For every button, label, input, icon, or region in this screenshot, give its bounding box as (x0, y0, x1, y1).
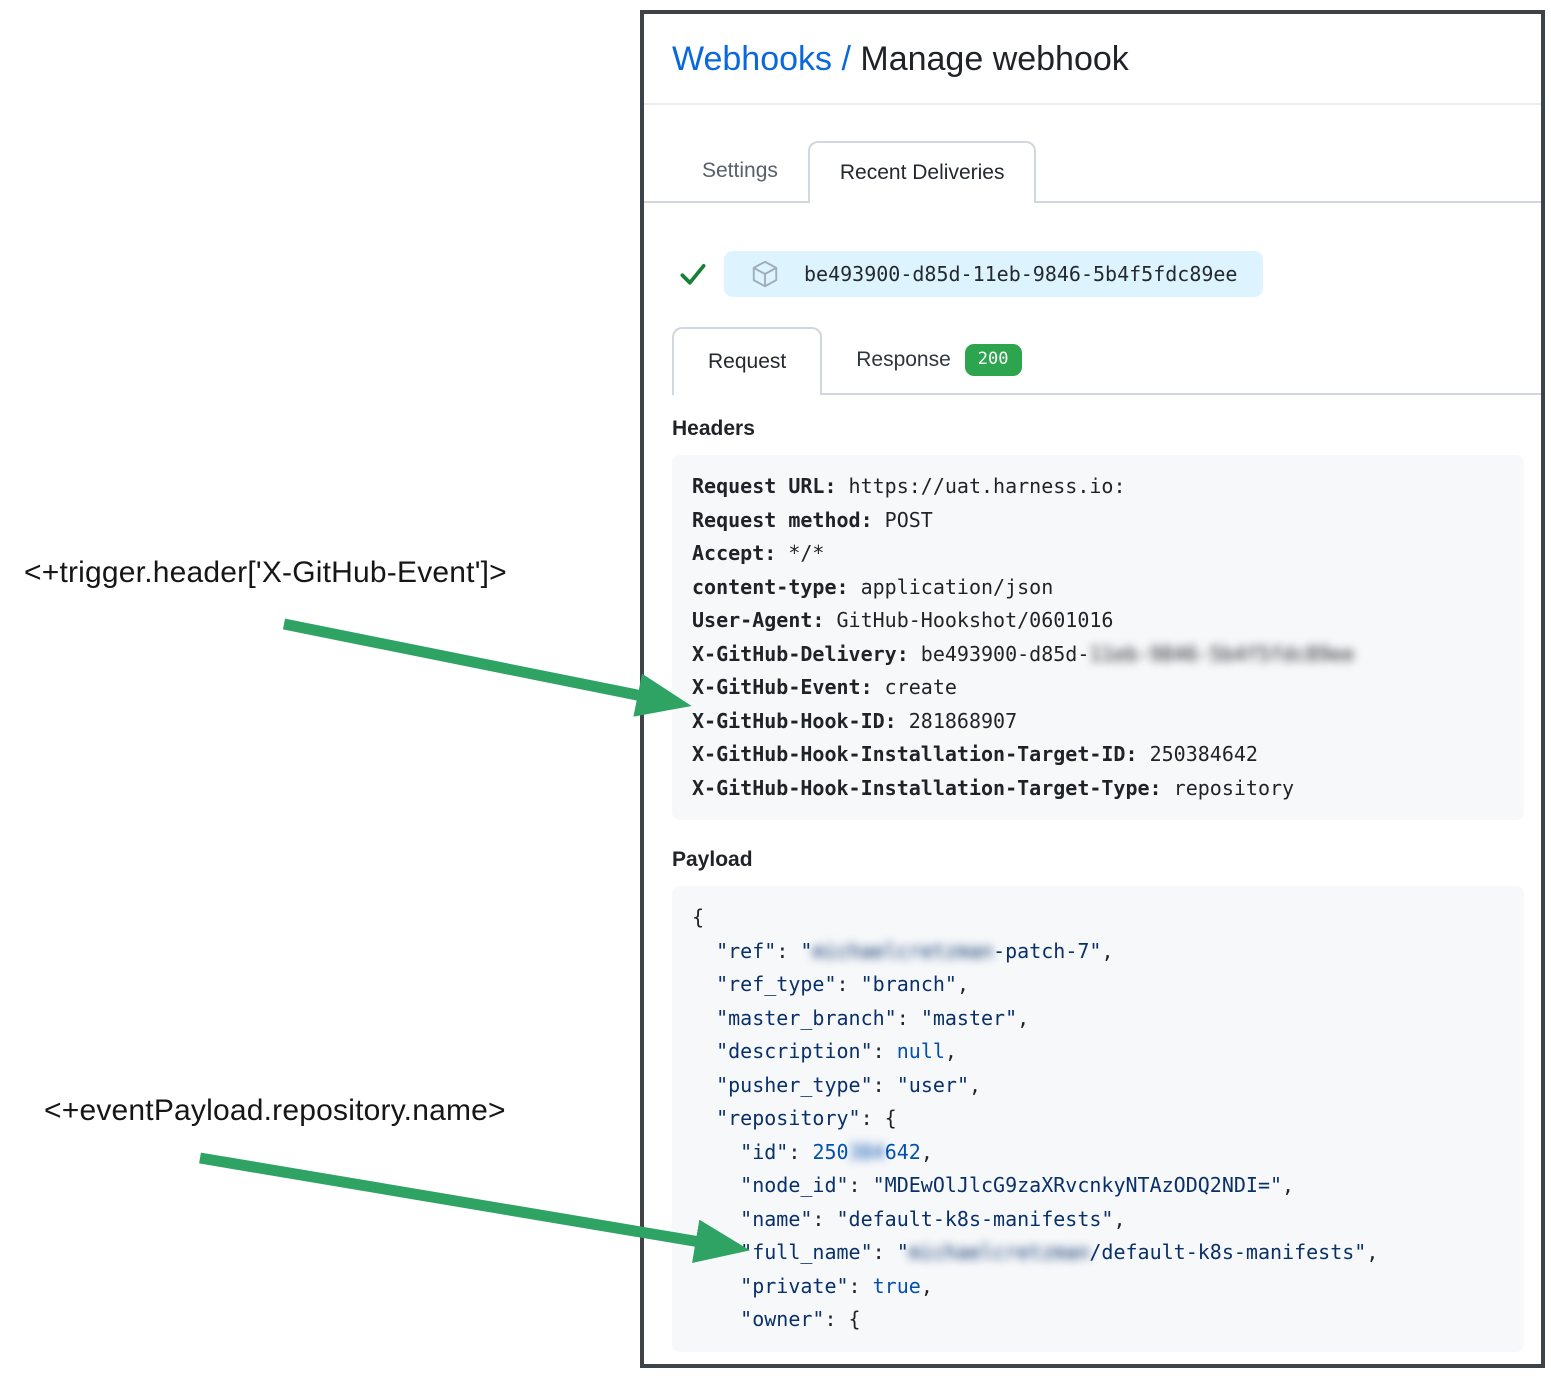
code-line: "ref_type": "branch", (716, 972, 969, 996)
code-line: X-GitHub-Hook-Installation-Target-Type: … (692, 775, 1295, 800)
code-line: "node_id": "MDEwOlJlcG9zaXRvcnkyNTAzODQ2… (740, 1173, 1295, 1197)
code-line: X-GitHub-Hook-Installation-Target-ID: 25… (692, 742, 1258, 766)
response-label: Response (856, 348, 951, 371)
breadcrumb-separator: / (832, 40, 861, 78)
code-line: content-type: application/json (692, 574, 1054, 599)
code-line: "private": true, (740, 1273, 933, 1298)
manage-webhook-panel: Webhooks / Manage webhook Settings Recen… (640, 10, 1545, 1368)
webhooks-breadcrumb-link[interactable]: Webhooks (672, 40, 833, 78)
request-response-tabnav: Request Response 200 (672, 327, 1541, 395)
code-line: X-GitHub-Event: create (692, 675, 957, 699)
code-line: "full_name": "michaelcretzman/default-k8… (740, 1240, 1379, 1264)
code-line: "repository": { (716, 1106, 897, 1130)
status-badge: 200 (964, 344, 1022, 376)
check-icon (678, 259, 708, 289)
payload-section-title: Payload (672, 848, 753, 871)
arrow-to-repository-name (199, 1152, 750, 1263)
arrow-to-x-github-event (282, 618, 692, 717)
breadcrumb: Webhooks / Manage webhook (672, 40, 1524, 79)
delivery-row: be493900-d85d-11eb-9846-5b4f5fdc89ee (678, 251, 1524, 297)
code-line: "pusher_type": "user", (716, 1072, 982, 1097)
title-divider (644, 103, 1541, 105)
code-line: User-Agent: GitHub-Hookshot/0601016 (692, 608, 1114, 632)
tab-request[interactable]: Request (672, 327, 823, 395)
tab-response[interactable]: Response 200 (822, 327, 1055, 393)
code-line: X-GitHub-Delivery: be493900-d85d-11eb-98… (692, 641, 1355, 666)
code-line: "name": "default-k8s-manifests", (740, 1206, 1126, 1231)
headers-codebox: Request URL: https://uat.harness.io: Requ… (672, 455, 1524, 820)
payload-codebox: { "ref": "michaelcretzman-patch-7", "ref… (672, 886, 1524, 1352)
trigger-header-expression-label: <+trigger.header['X-GitHub-Event']> (24, 556, 507, 589)
delivery-guid: be493900-d85d-11eb-9846-5b4f5fdc89ee (804, 262, 1238, 286)
code-line: "description": null, (716, 1039, 957, 1063)
tab-recent-deliveries[interactable]: Recent Deliveries (807, 141, 1037, 203)
code-line: "ref": "michaelcretzman-patch-7", (716, 938, 1114, 963)
code-line: "owner": { (740, 1307, 861, 1331)
code-line: "master_branch": "master", (716, 1005, 1030, 1030)
code-line: X-GitHub-Hook-ID: 281868907 (692, 708, 1018, 733)
code-line: Request method: POST (692, 507, 933, 532)
event-payload-expression-label: <+eventPayload.repository.name> (44, 1094, 506, 1127)
code-line: { (692, 905, 705, 929)
code-line: Accept: */* (692, 541, 825, 565)
code-line: "id": 250384642, (740, 1139, 933, 1164)
code-line: Request URL: https://uat.harness.io: (692, 474, 1126, 498)
page-title: Manage webhook (860, 40, 1129, 78)
package-icon (750, 259, 780, 289)
webhook-tabnav: Settings Recent Deliveries (644, 141, 1541, 203)
headers-section-title: Headers (672, 417, 755, 440)
delivery-id-pill[interactable]: be493900-d85d-11eb-9846-5b4f5fdc89ee (724, 251, 1264, 297)
tab-settings[interactable]: Settings (702, 159, 778, 182)
